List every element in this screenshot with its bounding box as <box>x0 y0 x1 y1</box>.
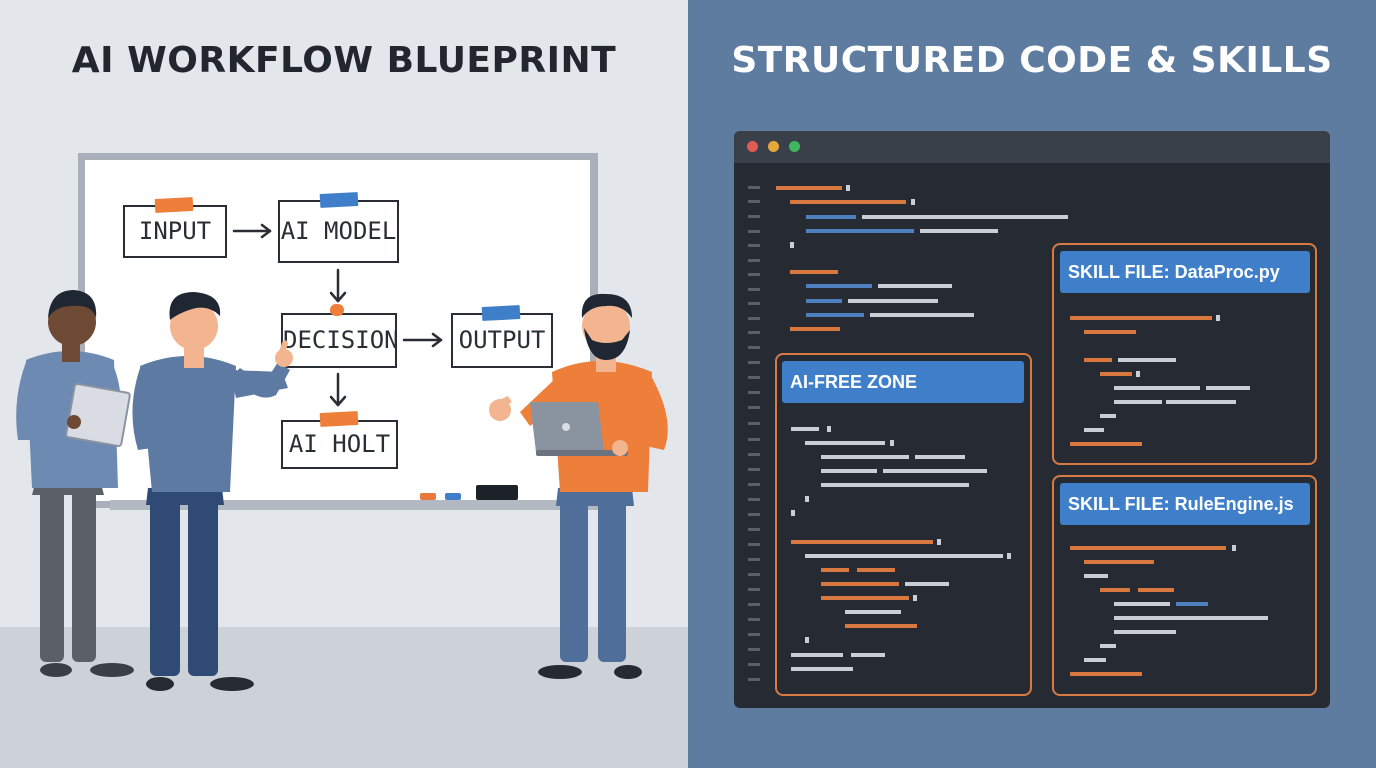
ai-free-zone: AI-FREE ZONE <box>775 353 1032 696</box>
orange-marker <box>420 493 436 500</box>
tablet <box>65 383 131 447</box>
line-gutter <box>748 186 760 681</box>
flow-arrows <box>232 223 443 407</box>
arrow-input-to-model <box>232 223 272 239</box>
code-area <box>748 185 1068 681</box>
skill-file-ruleengine-code <box>1070 545 1268 676</box>
skill-file-ruleengine-label: SKILL FILE: RuleEngine.js <box>1060 483 1310 525</box>
flow-node-ai-model-label: AI MODEL <box>280 217 397 245</box>
skill-file-dataproc-zone: SKILL FILE: DataProc.py <box>1052 243 1317 465</box>
person-pointing <box>132 292 293 691</box>
skill-file-ruleengine-zone: SKILL FILE: RuleEngine.js <box>1052 475 1317 696</box>
arrow-decision-to-output <box>402 332 443 348</box>
whiteboard-tray <box>110 500 600 510</box>
right-panel-title: STRUCTURED CODE & SKILLS <box>731 40 1333 81</box>
arrow-decision-to-halt <box>329 372 347 407</box>
flow-node-ai-halt: AI HOLT <box>281 420 398 469</box>
flow-node-output-label: OUTPUT <box>458 326 546 354</box>
flow-node-input-label: INPUT <box>138 217 212 245</box>
flow-node-decision-label: DECISION <box>283 326 399 354</box>
left-panel-title: AI WORKFLOW BLUEPRINT <box>71 40 617 81</box>
editor-titlebar <box>734 131 1330 163</box>
code-editor-window: AI-FREE ZONE SKILL FILE: DataProc.py <box>734 131 1330 708</box>
ai-free-zone-label: AI-FREE ZONE <box>782 361 1024 403</box>
code-block-main <box>776 185 1068 331</box>
ai-free-zone-code <box>791 426 1011 671</box>
flow-node-ai-model: AI MODEL <box>278 200 399 263</box>
flow-node-ai-halt-label: AI HOLT <box>288 430 391 458</box>
skill-file-dataproc-label: SKILL FILE: DataProc.py <box>1060 251 1310 293</box>
skill-file-dataproc-code <box>1070 315 1250 446</box>
blue-marker <box>445 493 461 500</box>
flow-node-input: INPUT <box>123 205 227 258</box>
person-with-laptop <box>489 293 668 679</box>
flow-node-decision: DECISION <box>281 313 399 368</box>
laptop <box>530 402 628 456</box>
close-window-icon[interactable] <box>747 141 758 152</box>
maximize-window-icon[interactable] <box>789 141 800 152</box>
person-with-tablet <box>16 290 134 677</box>
eraser <box>476 485 518 500</box>
team-illustration <box>16 290 668 691</box>
arrow-model-to-decision <box>329 268 347 303</box>
minimize-window-icon[interactable] <box>768 141 779 152</box>
